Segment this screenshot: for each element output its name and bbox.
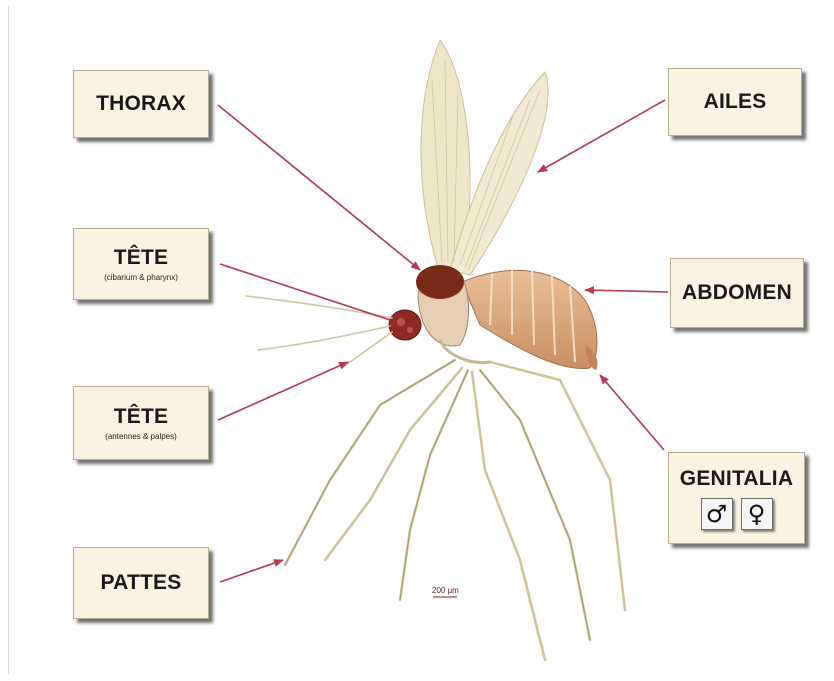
arrow-pattes — [220, 560, 283, 582]
arrow-ailes — [538, 100, 665, 172]
arrow-tete-antennes — [218, 362, 348, 420]
label-tete-cibarium-title: TÊTE — [114, 246, 168, 270]
label-ailes: AILES — [668, 68, 802, 136]
abdomen-body — [462, 270, 598, 370]
label-ailes-text: AILES — [704, 90, 767, 114]
arrow-tete-cibarium — [220, 264, 390, 320]
label-genitalia: GENITALIA ♂ ♀ — [668, 452, 805, 544]
label-tete-antennes-title: TÊTE — [114, 405, 168, 429]
label-thorax-text: THORAX — [96, 92, 186, 116]
label-abdomen: ABDOMEN — [670, 258, 804, 328]
arrow-abdomen — [585, 290, 668, 292]
male-symbol-icon: ♂ — [701, 498, 733, 530]
arrow-thorax — [218, 105, 420, 270]
head-body — [389, 310, 421, 340]
label-thorax: THORAX — [73, 70, 209, 138]
antennae — [246, 296, 392, 368]
label-tete-antennes-sub: (antennes & palpes) — [105, 432, 177, 441]
wings — [421, 40, 548, 275]
label-tete-cibarium-sub: (cibarium & pharynx) — [104, 273, 178, 282]
label-abdomen-text: ABDOMEN — [682, 281, 792, 305]
legs — [285, 360, 625, 660]
label-tete-cibarium: TÊTE (cibarium & pharynx) — [73, 228, 209, 300]
label-pattes: PATTES — [73, 547, 209, 619]
label-pattes-text: PATTES — [101, 571, 182, 595]
label-tete-antennes: TÊTE (antennes & palpes) — [73, 386, 209, 460]
label-genitalia-title: GENITALIA — [680, 467, 793, 491]
arrow-genitalia — [600, 375, 664, 450]
female-symbol-icon: ♀ — [741, 498, 773, 530]
scale-bar-label: 200 µm — [432, 586, 459, 595]
